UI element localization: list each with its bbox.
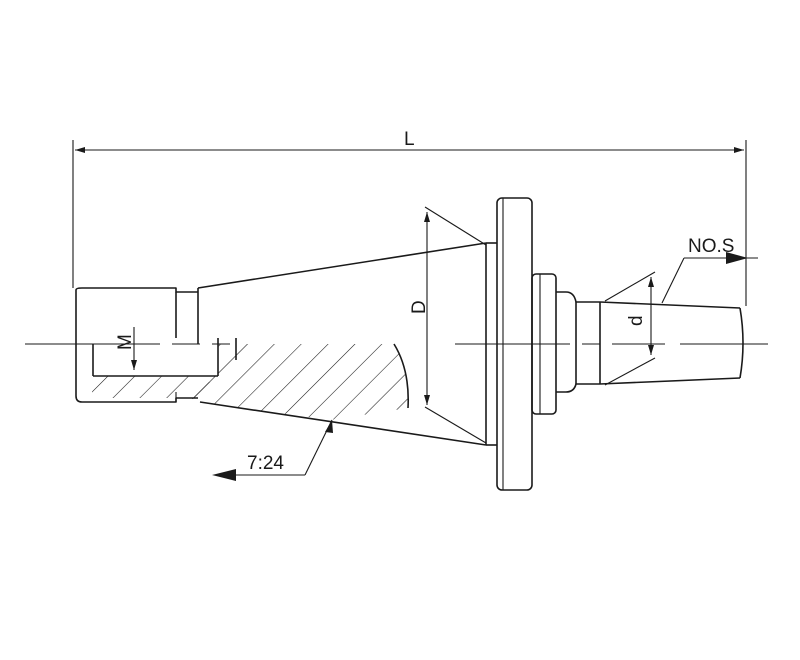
taper-ratio-leader: 7:24: [212, 419, 333, 481]
thread-label: M: [115, 334, 136, 350]
length-label: L: [404, 129, 415, 150]
size-number-leader: NO.S: [661, 236, 758, 304]
dimension-length: L: [72, 129, 747, 306]
dimension-taper-diameter: D: [409, 206, 487, 444]
dimension-thread: M: [115, 327, 137, 370]
taper-ratio-label: 7:24: [247, 453, 284, 474]
taper-body: [197, 242, 487, 446]
section-hatch: [92, 344, 409, 420]
pull-stud: [75, 287, 237, 403]
nose: [531, 273, 744, 415]
nose-diameter-label: d: [626, 315, 647, 326]
dimension-nose-diameter: d: [604, 271, 656, 386]
size-number-label: NO.S: [688, 236, 734, 257]
taper-diameter-label: D: [409, 300, 430, 314]
